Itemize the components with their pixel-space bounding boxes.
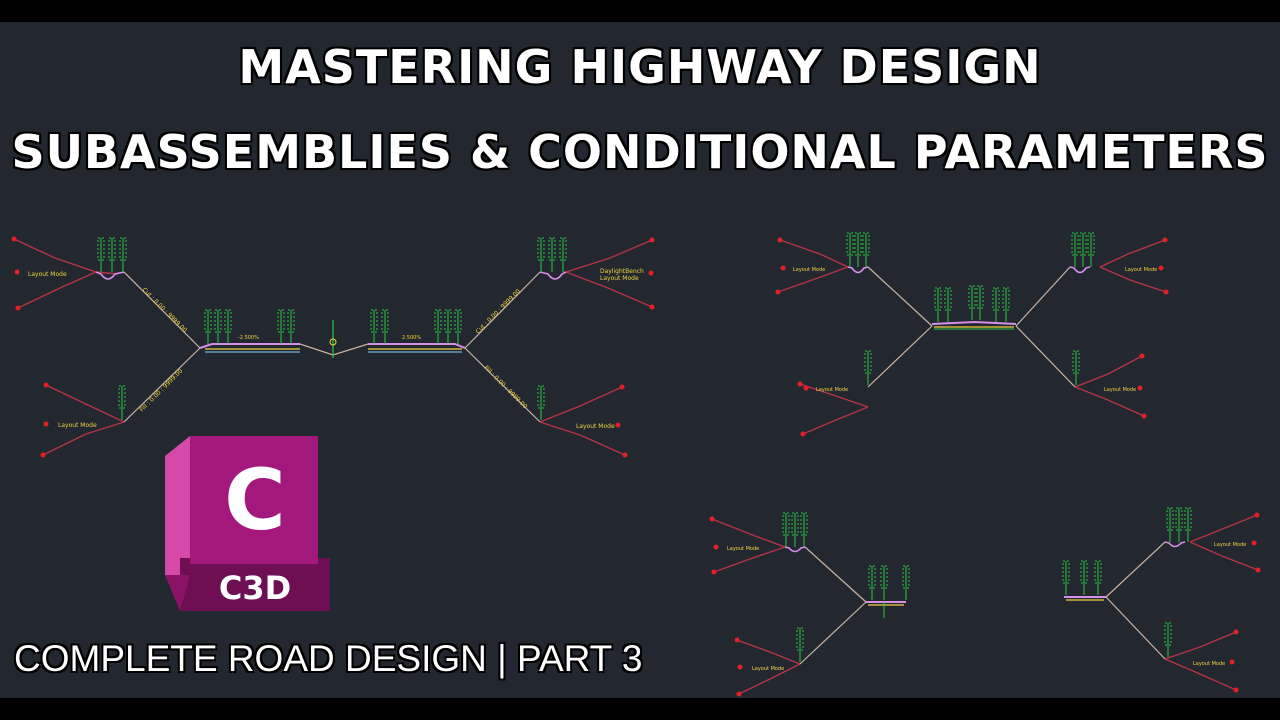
label-layout-mode-d: Layout Mode [576, 423, 615, 430]
label-layout-mode-j: Layout Mode [752, 666, 784, 672]
label-layout-mode-e: Layout Mode [793, 267, 825, 273]
label-layout-mode-h: Layout Mode [1104, 387, 1136, 393]
drawing-canvas: Layout Mode Layout Mode DaylightBench La… [0, 22, 1280, 698]
footer-caption: COMPLETE ROAD DESIGN | PART 3 [14, 638, 643, 679]
label-layout-mode-f: Layout Mode [816, 387, 848, 393]
title-line-2: SUBASSEMBLIES & CONDITIONAL PARAMETERS [11, 125, 1269, 179]
label-layout-mode-g: Layout Mode [1125, 267, 1157, 273]
label-layout-mode-c: Layout Mode [600, 275, 639, 282]
label-layout-mode-i: Layout Mode [727, 546, 759, 552]
logo-letter: C [224, 451, 286, 549]
label-layout-mode-k: Layout Mode [1214, 542, 1246, 548]
assembly-right-half: Layout Mode Layout Mode [1062, 507, 1261, 693]
label-cut-left: Cut : 0.00 : 9999.00 [141, 286, 189, 334]
letterbox-bottom [0, 698, 1280, 720]
logo-abbr: C3D [219, 569, 291, 607]
label-slope-a: -2.500% [238, 335, 259, 341]
label-daylight-bench: DaylightBench [600, 268, 644, 275]
label-slope-b: 2.500% [402, 335, 421, 341]
title-line-1: MASTERING HIGHWAY DESIGN [238, 40, 1042, 94]
label-layout-mode-l: Layout Mode [1193, 661, 1225, 667]
letterbox-top [0, 0, 1280, 22]
label-layout-mode-b: Layout Mode [58, 422, 97, 429]
assembly-drawings: Layout Mode Layout Mode DaylightBench La… [11, 232, 1261, 697]
civil-3d-logo: C C3D [165, 436, 330, 611]
label-fill-left: Fill : 0.00 : 9999.00 [138, 367, 184, 413]
assembly-left-half: Layout Mode Layout Mode [709, 512, 910, 697]
label-fill-right: Fill : 0.00 : 9999.00 [483, 364, 529, 410]
assembly-main: Layout Mode Layout Mode DaylightBench La… [11, 236, 655, 458]
label-layout-mode-a: Layout Mode [28, 271, 67, 278]
label-cut-right: Cut : 0.00 : 9999.00 [474, 288, 522, 336]
assembly-secondary: Layout Mode Layout Mode Layout Mode Layo… [775, 232, 1169, 437]
